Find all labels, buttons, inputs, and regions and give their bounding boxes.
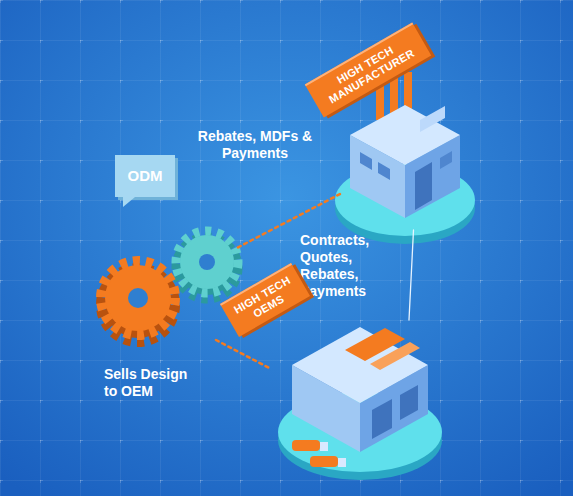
roof-block bbox=[420, 106, 445, 132]
manufacturer-tag: HIGH TECH MANUFACTURER bbox=[305, 23, 431, 118]
gear-teeth bbox=[176, 231, 238, 293]
dotted-flow-line bbox=[216, 340, 270, 368]
oem-node: HIGH TECH OEMS bbox=[270, 320, 445, 470]
truck bbox=[292, 440, 320, 451]
window bbox=[440, 151, 452, 169]
oem-tag: HIGH TECH OEMS bbox=[220, 263, 310, 337]
window bbox=[360, 152, 372, 170]
door bbox=[415, 162, 432, 210]
edge-label: Rebates, MDFs & Payments bbox=[190, 128, 320, 162]
flow-line bbox=[409, 230, 414, 320]
gears-illustration bbox=[101, 231, 238, 342]
window bbox=[378, 162, 390, 180]
door bbox=[400, 385, 418, 420]
odm-bubble: ODM bbox=[115, 155, 175, 197]
gear-teeth bbox=[101, 261, 175, 335]
edge-label: Contracts, Quotes, Rebates, Payments bbox=[300, 232, 380, 300]
edge-label: Sells Design to OEM bbox=[104, 366, 204, 400]
truck-cab bbox=[320, 442, 328, 451]
gear-hole bbox=[128, 288, 148, 308]
odm-node: ODM bbox=[98, 228, 238, 340]
truck-cab bbox=[338, 458, 346, 467]
manufacturer-node: HIGH TECH MANUFACTURER bbox=[340, 90, 470, 230]
solar-panel bbox=[370, 342, 420, 370]
door bbox=[372, 399, 392, 439]
truck bbox=[310, 456, 338, 467]
warehouse-illustration bbox=[278, 327, 442, 480]
bubble-tail bbox=[123, 197, 135, 207]
gear-hole bbox=[199, 254, 215, 270]
